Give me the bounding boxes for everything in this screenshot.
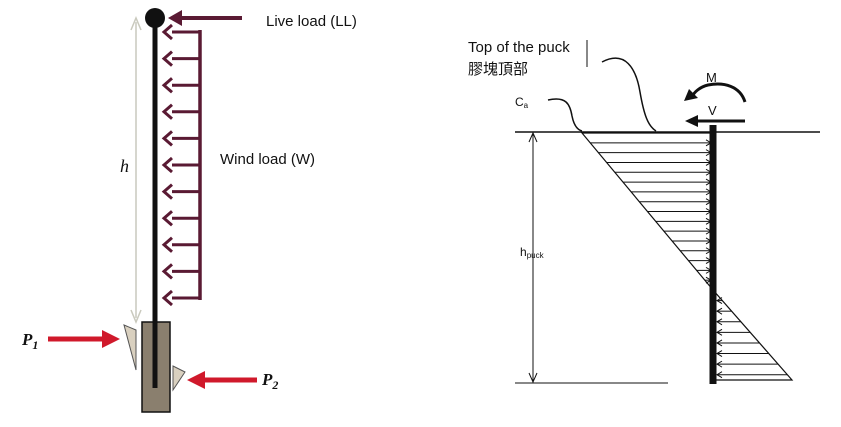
upper-pressure-arrow bbox=[663, 227, 712, 235]
p1-reaction-arrow bbox=[48, 330, 120, 348]
wind-load-arrow bbox=[161, 130, 200, 147]
lower-pressure-arrow bbox=[716, 297, 723, 305]
p1-label: P1 bbox=[21, 330, 38, 352]
top-of-puck-label-cjk: 膠塊頂部 bbox=[468, 60, 528, 78]
lower-pressure-arrow bbox=[716, 328, 751, 336]
wind-load-arrow bbox=[161, 103, 200, 120]
shear-label: V bbox=[708, 103, 717, 118]
wind-load-label: Wind load (W) bbox=[220, 151, 315, 168]
upper-pressure-arrow bbox=[622, 178, 712, 186]
height-label: h bbox=[120, 156, 129, 176]
p2-label: P2 bbox=[261, 370, 278, 392]
upper-pressure-arrow bbox=[631, 188, 712, 196]
upper-pressure-arrow bbox=[688, 257, 712, 264]
upper-pressure-arrow bbox=[655, 217, 712, 225]
upper-pressure-arrow bbox=[614, 168, 712, 176]
live-load-arrow bbox=[168, 10, 242, 26]
top-of-puck-label: Top of the puck bbox=[468, 39, 570, 56]
moment-arrow bbox=[684, 82, 747, 103]
lower-pressure-triangle bbox=[712, 288, 794, 381]
upper-hatch-arrows bbox=[590, 139, 712, 284]
wind-load-arrow bbox=[161, 23, 200, 41]
pole-top-ball bbox=[145, 8, 165, 28]
lower-hatch-arrows bbox=[716, 297, 788, 379]
wind-load-arrow bbox=[161, 236, 200, 253]
height-dimension bbox=[130, 16, 142, 324]
wind-load-arrow bbox=[161, 156, 200, 174]
lower-pressure-arrow bbox=[716, 318, 741, 326]
shear-arrow bbox=[685, 115, 745, 127]
ca-leader bbox=[547, 98, 583, 132]
upper-pressure-arrow bbox=[639, 198, 712, 206]
upper-pressure-arrow bbox=[598, 149, 712, 157]
moment-label: M bbox=[706, 70, 717, 85]
hpuck-dimension bbox=[528, 131, 538, 384]
lower-pressure-arrow bbox=[716, 360, 779, 368]
live-load-label: Live load (LL) bbox=[266, 13, 357, 30]
wind-load-arrow bbox=[161, 263, 200, 280]
hpuck-label: hpuck bbox=[520, 245, 545, 260]
wind-load-arrows bbox=[161, 23, 202, 307]
wind-load-arrow bbox=[161, 289, 200, 307]
right-puck-diagram: hpuck Top of the puck 膠塊頂部 Ca M V bbox=[468, 39, 820, 384]
lower-pressure-arrow bbox=[716, 339, 760, 347]
wind-load-arrow bbox=[161, 183, 200, 200]
ca-label: Ca bbox=[515, 95, 529, 110]
lower-pressure-arrow bbox=[716, 307, 732, 315]
upper-pressure-arrow bbox=[590, 139, 712, 147]
wind-load-arrow bbox=[161, 77, 200, 94]
wind-load-arrow bbox=[161, 210, 200, 227]
lower-pressure-arrow bbox=[716, 350, 769, 357]
upper-pressure-arrow bbox=[647, 208, 712, 215]
p2-reaction-arrow bbox=[187, 371, 257, 389]
upper-pressure-arrow bbox=[606, 159, 712, 166]
top-of-puck-leader bbox=[601, 57, 657, 132]
left-pole-diagram: h Live load (LL) Wind load (W) P1 bbox=[21, 8, 357, 413]
upper-pressure-arrow bbox=[680, 247, 712, 255]
lower-pressure-arrow bbox=[716, 371, 788, 379]
wind-load-arrow bbox=[161, 50, 200, 67]
upper-pressure-arrow bbox=[672, 237, 712, 245]
left-wedge bbox=[123, 324, 137, 371]
right-wedge bbox=[172, 365, 186, 392]
